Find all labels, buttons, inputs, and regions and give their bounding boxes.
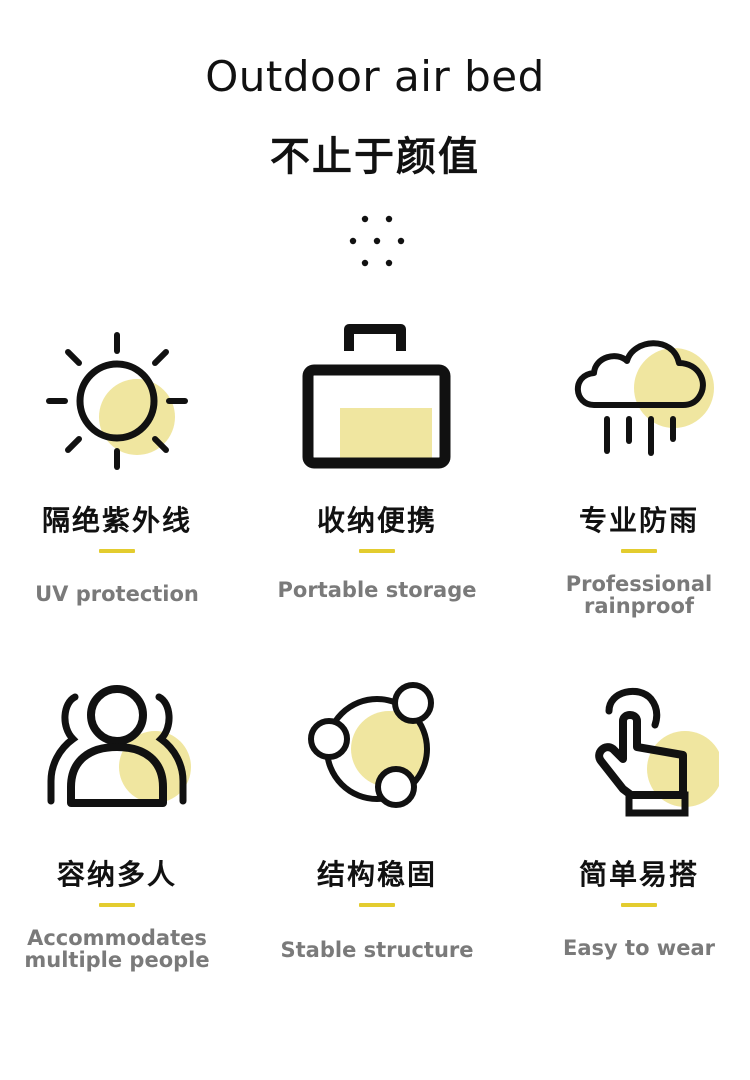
feature-title-en: Accommodates multiple people xyxy=(24,926,210,972)
rain-cloud-icon xyxy=(574,340,714,456)
feature-title-cn: 容纳多人 xyxy=(56,858,177,891)
feature-title-en: Stable structure xyxy=(280,938,474,962)
decorative-dots-icon xyxy=(349,215,405,267)
triangle-nodes-icon xyxy=(308,682,434,808)
accent-divider xyxy=(621,903,657,907)
accent-divider xyxy=(99,903,135,907)
feature-title-cn: 专业防雨 xyxy=(578,504,699,537)
feature-title-cn: 结构稳固 xyxy=(316,858,437,891)
page-subtitle: 不止于颜值 xyxy=(270,134,480,180)
feature-title-en: Easy to wear xyxy=(563,936,715,960)
briefcase-icon xyxy=(302,324,451,469)
feature-title-cn: 收纳便携 xyxy=(316,504,437,537)
accent-divider xyxy=(359,549,395,553)
feature-title-en: Professional rainproof xyxy=(565,572,713,618)
accent-divider xyxy=(99,549,135,553)
pointing-hand-icon xyxy=(595,687,719,817)
feature-title-en: Portable storage xyxy=(277,578,477,602)
people-icon xyxy=(47,685,191,807)
accent-divider xyxy=(621,549,657,553)
page-title: Outdoor air bed xyxy=(205,52,545,101)
sun-icon xyxy=(46,332,188,470)
feature-title-en: UV protection xyxy=(35,582,199,606)
feature-title-cn: 隔绝紫外线 xyxy=(41,504,192,537)
feature-title-cn: 简单易搭 xyxy=(578,858,699,891)
accent-divider xyxy=(359,903,395,907)
